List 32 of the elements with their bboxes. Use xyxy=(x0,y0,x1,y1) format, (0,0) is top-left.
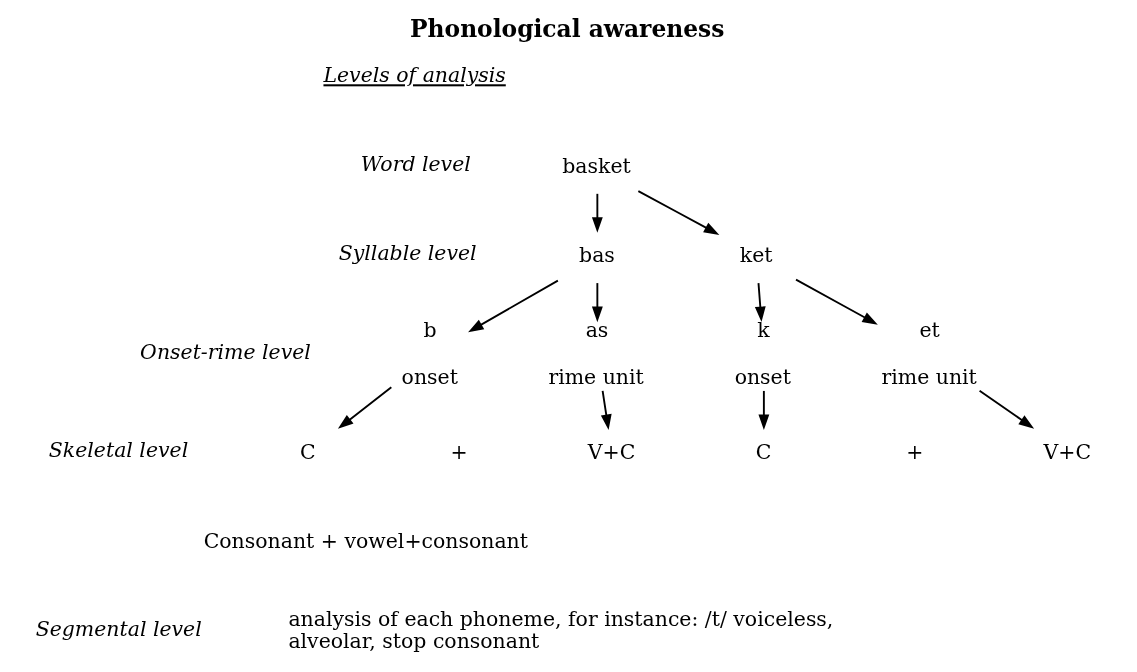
arrow xyxy=(600,390,612,430)
node-text: C xyxy=(300,439,316,464)
node-text: as rime unit xyxy=(548,318,644,389)
diagram-title: Phonological awareness xyxy=(410,15,725,44)
node-text: b onset xyxy=(401,318,458,389)
label: Syllable level xyxy=(338,241,477,266)
node-text: bas xyxy=(579,242,615,267)
arrow xyxy=(754,282,766,323)
arrow xyxy=(758,390,770,430)
arrow xyxy=(591,282,603,323)
arrow xyxy=(337,386,393,429)
arrow xyxy=(591,192,603,233)
arrow xyxy=(978,389,1035,429)
label: Onset-rime level xyxy=(140,339,311,364)
label: Word level xyxy=(360,152,471,177)
label: Skeletal level xyxy=(48,438,189,463)
arrow xyxy=(468,279,559,333)
label: Levels of analysis xyxy=(323,63,506,88)
node-text: ket xyxy=(739,242,773,267)
arrow xyxy=(637,190,720,235)
node-text: V+C xyxy=(1043,439,1092,464)
node-text: C xyxy=(755,439,772,464)
label: Segmental level xyxy=(35,616,202,641)
node-text: V+C xyxy=(587,439,636,464)
label: + xyxy=(450,439,468,464)
label: Consonant + vowel+consonant xyxy=(203,528,528,553)
node-text: et rime unit xyxy=(881,318,977,389)
arrow xyxy=(795,278,878,325)
label: + xyxy=(906,439,924,464)
label: analysis of each phoneme, for instance: /t/ voiceless, alveolar, stop consonant xyxy=(288,607,834,654)
node-text: basket xyxy=(562,153,631,178)
node-text: k onset xyxy=(734,318,791,389)
